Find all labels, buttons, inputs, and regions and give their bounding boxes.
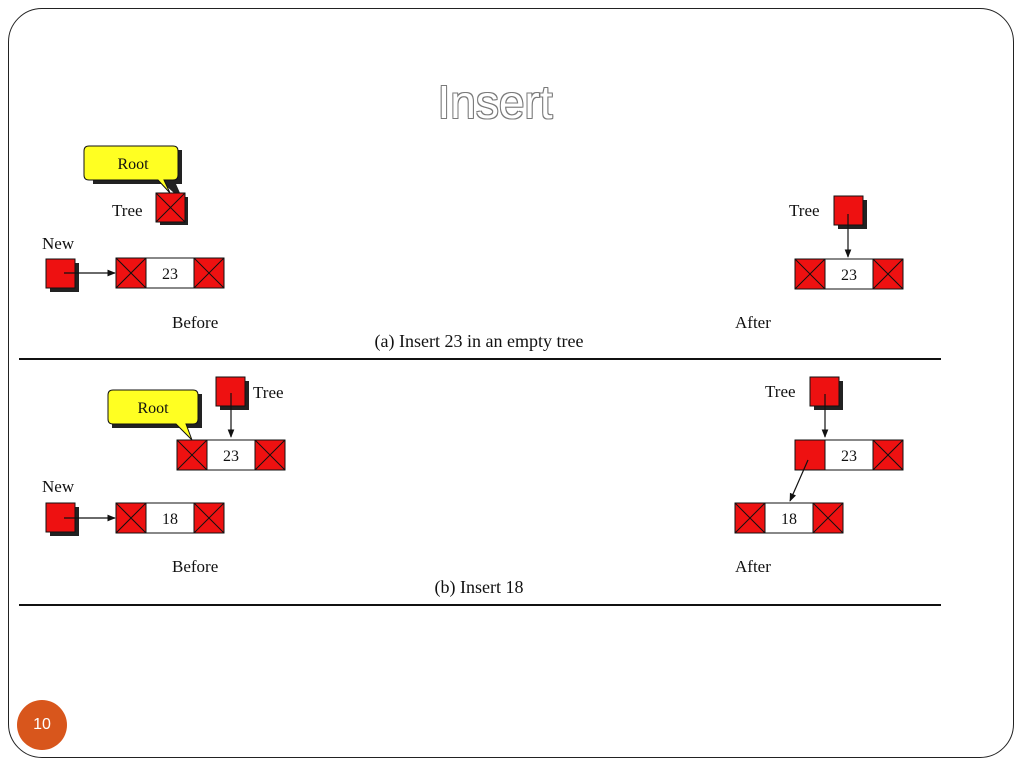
page-number-badge: 10 [17,700,67,750]
tree-label-a-after: Tree [789,201,820,220]
root-label-a: Root [117,156,149,173]
new-pointer-b [45,502,79,536]
node-value-b-root-before: 23 [223,448,239,465]
tree-pointer-b-after [809,376,843,410]
root-label-b: Root [137,400,169,417]
new-label-a: New [42,234,75,253]
node-value-a-before: 23 [162,266,178,283]
tree-label-b-before: Tree [253,383,284,402]
caption-a: (a) Insert 23 in an empty tree [375,331,584,352]
root-callout-b: Root [107,389,202,441]
after-label-b: After [735,557,771,576]
new-label-b: New [42,477,75,496]
slide-frame [8,8,1014,758]
before-label-b: Before [172,557,218,576]
node-23-b-after: 23 [794,439,904,471]
slide-title: Insert [437,76,553,128]
before-label-a: Before [172,313,218,332]
tree-pointer-a-after [833,195,867,229]
node-18-b-after: 18 [734,502,844,534]
tree-pointer-b-before [215,376,249,410]
node-value-b-new: 18 [162,511,178,528]
tree-pointer-null-a [155,192,188,225]
node-value-b-root-after: 23 [841,448,857,465]
node-value-b-child-after: 18 [781,511,797,528]
root-callout-a: Root [83,145,184,202]
new-pointer-a [45,258,79,292]
tree-label-a-before: Tree [112,201,143,220]
tree-label-b-after: Tree [765,382,796,401]
node-23-a-before: 23 [115,257,225,289]
node-23-a-after: 23 [794,258,904,290]
left-child-arrow-b-after [789,459,809,502]
node-23-b-before: 23 [176,439,286,471]
node-18-b-before: 18 [115,502,225,534]
node-value-a-after: 23 [841,267,857,284]
after-label-a: After [735,313,771,332]
caption-b: (b) Insert 18 [435,577,524,598]
